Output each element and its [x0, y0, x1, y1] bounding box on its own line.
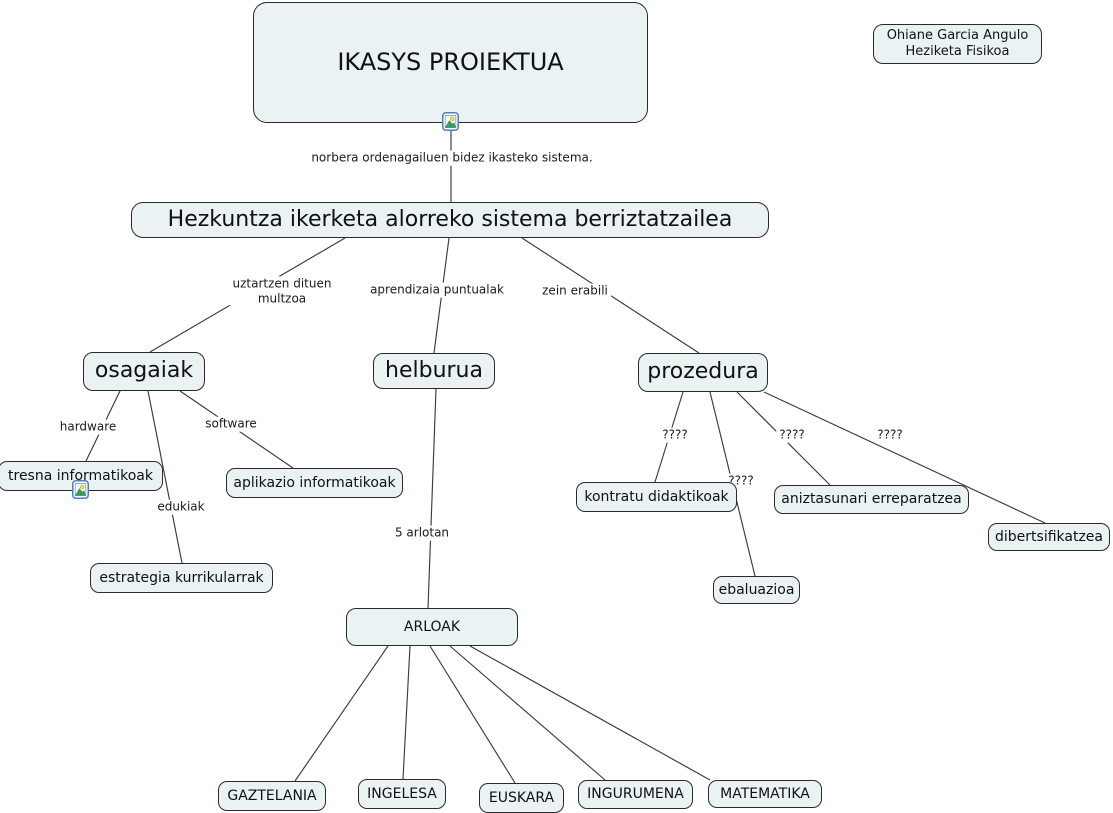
link-label-norbera[interactable]: norbera ordenagailuen bidez ikasteko sis… [308, 150, 596, 166]
image-resource-icon[interactable] [442, 112, 459, 131]
link-label-text-line: edukiak [157, 499, 205, 514]
node-aniztasunari-erreparatzea[interactable]: aniztasunari erreparatzea [774, 485, 969, 514]
node-text-line: helburua [385, 357, 483, 383]
node-prozedura[interactable]: prozedura [638, 353, 768, 392]
node-ingurumena[interactable]: INGURUMENA [578, 780, 693, 809]
node-helburua[interactable]: helburua [373, 353, 495, 389]
sun-glyph [80, 484, 85, 490]
link-label-text-line: aprendizaia puntualak [370, 282, 504, 297]
link-label-text-line: multzoa [257, 291, 307, 305]
node-text-line: ebaluazioa [718, 581, 795, 598]
link-label-text-line: 5 arlotan [394, 525, 450, 540]
node-text-line: GAZTELANIA [227, 787, 317, 804]
edge-arloak--ingelesa [402, 645, 411, 780]
node-text-line: kontratu didaktikoak [584, 488, 729, 505]
node-text-line: IKASYS PROIEKTUA [337, 48, 564, 77]
node-ebaluazioa[interactable]: ebaluazioa [713, 576, 800, 604]
node-estrategia-kurrikularrak[interactable]: estrategia kurrikularrak [90, 563, 273, 593]
link-label-text-line: software [205, 416, 257, 431]
picture-frame [444, 115, 457, 128]
edge-arloak--ingurumena [449, 645, 606, 781]
node-text-line: osagaiak [94, 358, 194, 384]
link-label-text-line: hardware [59, 419, 117, 434]
link-label-q-aniztasunari[interactable]: ???? [776, 427, 808, 443]
node-text-line: tresna informatikoak [8, 467, 153, 484]
edge-arloak--matematika [469, 645, 711, 781]
mountain-glyph [445, 120, 456, 128]
sun-glyph [450, 116, 455, 122]
node-hezkuntza-sistema[interactable]: Hezkuntza ikerketa alorreko sistema berr… [131, 202, 769, 238]
edge-osagaiak--estrategia-kurrikularrak [147, 390, 183, 564]
node-text-line: Ohiane Garcia Angulo [886, 28, 1029, 44]
node-text-line: estrategia kurrikularrak [99, 569, 264, 586]
edge-helburua--arloak [427, 388, 437, 609]
mountain-glyph [75, 488, 86, 496]
node-text-line: aplikazio informatikoak [233, 474, 396, 491]
node-text-line: INGURUMENA [587, 786, 684, 803]
link-label-zein-erabili[interactable]: zein erabili [539, 283, 611, 299]
link-label-text-line: norbera ordenagailuen bidez ikasteko sis… [311, 150, 593, 165]
node-text-line: Hezkuntza ikerketa alorreko sistema berr… [167, 206, 733, 232]
link-label-q-dibertsifikatzea[interactable]: ???? [874, 427, 906, 443]
node-euskara[interactable]: EUSKARA [479, 783, 564, 813]
link-label-text-line: ???? [877, 427, 903, 442]
node-dibertsifikatzea[interactable]: dibertsifikatzea [988, 523, 1110, 551]
node-kontratu-didaktikoak[interactable]: kontratu didaktikoak [576, 482, 737, 512]
edge-arloak--gaztelania [294, 645, 389, 782]
image-resource-icon[interactable] [72, 480, 89, 499]
link-label-aprendizaia[interactable]: aprendizaia puntualak [367, 282, 507, 298]
node-gaztelania[interactable]: GAZTELANIA [218, 781, 326, 811]
node-matematika[interactable]: MATEMATIKA [708, 780, 822, 808]
link-label-text-line: ???? [662, 427, 688, 442]
link-label-edukiak[interactable]: edukiak [154, 499, 208, 515]
link-label-software[interactable]: software [202, 416, 260, 432]
node-arloak[interactable]: ARLOAK [346, 608, 518, 646]
node-text-line: ARLOAK [403, 618, 461, 635]
edge-arloak--euskara [429, 645, 516, 784]
node-text-line: INGELESA [367, 785, 437, 802]
link-label-q-kontratu[interactable]: ???? [659, 427, 691, 443]
node-ikasys-proiektua[interactable]: IKASYS PROIEKTUA [253, 2, 648, 123]
node-text-line: Heziketa Fisikoa [905, 44, 1010, 59]
edge-prozedura--dibertsifikatzea [763, 391, 1046, 524]
node-osagaiak[interactable]: osagaiak [83, 352, 205, 391]
node-text-line: aniztasunari erreparatzea [781, 491, 962, 508]
link-label-text-line: ???? [779, 427, 805, 442]
node-text-line: EUSKARA [488, 789, 555, 806]
picture-frame [74, 483, 87, 496]
node-aplikazio-informatikoak[interactable]: aplikazio informatikoak [226, 468, 403, 498]
link-label-text-line: zein erabili [542, 283, 608, 298]
node-ingelesa[interactable]: INGELESA [358, 779, 446, 809]
node-text-line: MATEMATIKA [720, 785, 810, 802]
node-text-line: prozedura [647, 359, 759, 385]
link-label-text-line: uztartzen dituen [232, 276, 332, 291]
node-text-line: dibertsifikatzea [995, 528, 1103, 545]
link-label-hardware[interactable]: hardware [56, 419, 120, 435]
link-label-bost-arlotan[interactable]: 5 arlotan [391, 525, 453, 541]
